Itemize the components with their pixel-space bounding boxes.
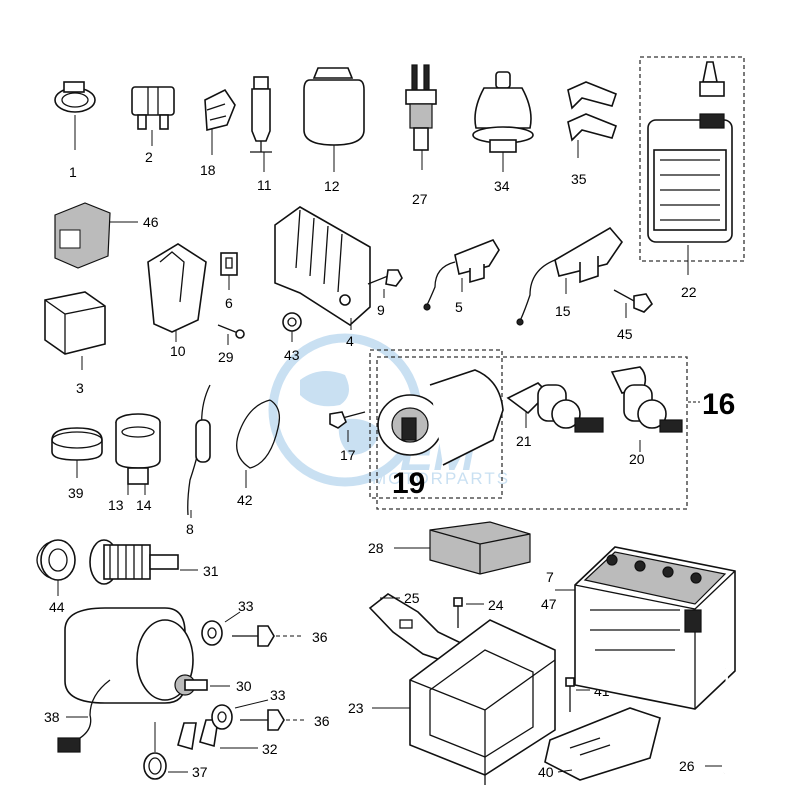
callout-36-top: 36 — [312, 629, 328, 645]
callout-29: 29 — [218, 349, 234, 365]
callout-20: 20 — [629, 451, 645, 467]
callout-42: 42 — [237, 492, 253, 508]
part-34-bellows: 34 — [472, 71, 534, 194]
callout-2: 2 — [145, 149, 153, 165]
callout-32: 32 — [262, 741, 278, 757]
callout-33-top: 33 — [238, 598, 254, 614]
callout-34: 34 — [494, 178, 510, 194]
callout-40: 40 — [538, 764, 554, 780]
part-36-bolt-bottom: 36 — [240, 709, 330, 731]
callout-44: 44 — [49, 599, 65, 615]
callout-45: 45 — [617, 326, 633, 342]
callout-15: 15 — [555, 303, 571, 319]
watermark-subtext: MOTORPARTS — [372, 469, 510, 488]
part-15-sensor: 15 — [516, 226, 624, 326]
part-26-vent-hose: 26 — [679, 667, 729, 774]
part-31-starter-drive: 31 — [89, 539, 219, 585]
part-3-relay: 3 — [44, 291, 106, 396]
callout-24: 24 — [488, 597, 504, 613]
callout-46: 46 — [143, 214, 159, 230]
group-19-label: 19 — [392, 467, 425, 500]
part-38-cable: 38 — [44, 709, 88, 725]
watermark-continents-icon — [300, 371, 380, 455]
part-13-14-socket: 13 14 — [108, 413, 161, 513]
callout-11: 11 — [257, 177, 272, 193]
part-40-rubber-pad: 40 — [538, 707, 661, 781]
part-39-cap: 39 — [51, 427, 103, 501]
group-16-kit: 16 — [688, 388, 735, 421]
callout-14: 14 — [136, 497, 152, 513]
part-27-switch: 27 — [405, 64, 437, 207]
part-10-bracket: 10 — [147, 243, 207, 359]
part-33-washer-top: 33 — [201, 598, 254, 646]
callout-22: 22 — [681, 284, 697, 300]
part-8-fuse-holder: 8 — [186, 384, 211, 537]
callout-43: 43 — [284, 347, 300, 363]
part-7-47-battery: 7 47 — [541, 546, 736, 710]
part-28-foam-pad: 28 — [368, 521, 531, 575]
group-19-ignition-lock: 19 — [369, 349, 688, 510]
callout-12: 12 — [324, 178, 340, 194]
part-30-pinion: 30 — [210, 678, 252, 694]
callout-26: 26 — [679, 758, 695, 774]
part-1-hose-clamp: 1 — [54, 81, 96, 180]
callout-5: 5 — [455, 299, 463, 315]
callout-17: 17 — [340, 447, 356, 463]
part-5-sensor: 5 — [423, 239, 500, 315]
part-2-fuse: 2 — [131, 86, 175, 165]
part-32-brush-clips: 32 — [177, 719, 278, 757]
part-21-lock: 21 — [506, 382, 604, 449]
callout-36-bottom: 36 — [314, 713, 330, 729]
part-18-clip: 18 — [200, 88, 236, 178]
callout-30: 30 — [236, 678, 252, 694]
callout-13: 13 — [108, 497, 124, 513]
part-20-lock: 20 — [610, 366, 683, 467]
part-starter-motor — [57, 607, 208, 753]
callout-31: 31 — [203, 563, 219, 579]
part-46-filter: 46 — [54, 202, 159, 269]
part-35-connectors: 35 — [567, 81, 617, 187]
part-11-tube: 11 — [250, 76, 272, 193]
callout-38: 38 — [44, 709, 60, 725]
callout-35: 35 — [571, 171, 587, 187]
callout-23: 23 — [348, 700, 364, 716]
callout-7: 7 — [546, 569, 554, 585]
callout-3: 3 — [76, 380, 84, 396]
part-4-regulator: 4 — [274, 206, 371, 349]
callout-6: 6 — [225, 295, 233, 311]
part-6-clip: 6 — [220, 252, 238, 311]
part-9-screw: 9 — [367, 269, 403, 318]
part-45-bolt: 45 — [613, 289, 654, 342]
callout-47: 47 — [541, 596, 557, 612]
callout-4: 4 — [346, 333, 354, 349]
part-12-cover: 12 — [303, 67, 365, 194]
part-37-o-ring: 37 — [143, 722, 208, 780]
callout-33-bottom: 33 — [270, 687, 286, 703]
callout-10: 10 — [170, 343, 186, 359]
part-17-screw: 17 — [329, 411, 366, 463]
callout-39: 39 — [68, 485, 84, 501]
part-42-strap: 42 — [236, 399, 281, 508]
callout-21: 21 — [516, 433, 532, 449]
callout-9: 9 — [377, 302, 385, 318]
callout-1: 1 — [69, 164, 77, 180]
part-24-screw: 24 — [453, 597, 504, 628]
part-33-washer-bottom: 33 — [211, 687, 286, 730]
part-44-spring: 44 — [36, 539, 76, 615]
callout-27: 27 — [412, 191, 428, 207]
part-22-oil-container: 22 — [639, 56, 745, 300]
group-16-label: 16 — [702, 388, 735, 421]
part-23-battery-tray: 23 — [348, 619, 556, 785]
callout-18: 18 — [200, 162, 216, 178]
callout-37: 37 — [192, 764, 208, 780]
part-29-screw: 29 — [217, 324, 245, 365]
part-36-bolt-top: 36 — [232, 625, 328, 647]
callout-25: 25 — [404, 590, 420, 606]
callout-8: 8 — [186, 521, 194, 537]
part-43-nut: 43 — [282, 312, 302, 363]
callout-28: 28 — [368, 540, 384, 556]
